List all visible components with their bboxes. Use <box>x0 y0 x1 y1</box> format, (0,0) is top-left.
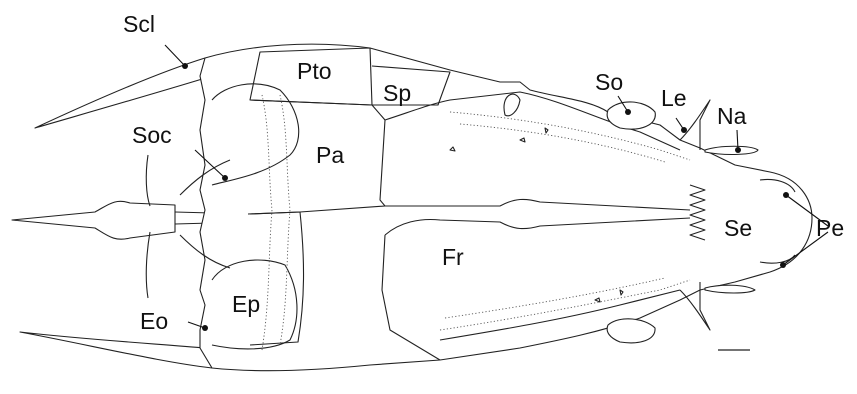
leader-scl <box>165 45 185 66</box>
crest-upper-process <box>146 155 150 206</box>
label-pe: Pe <box>816 215 844 241</box>
label-so: So <box>595 69 623 95</box>
label-na: Na <box>717 103 747 129</box>
label-sp: Sp <box>383 80 411 106</box>
label-eo: Eo <box>140 308 168 334</box>
label-se: Se <box>724 215 752 241</box>
pin-scl <box>182 63 188 69</box>
pin-eo <box>202 325 208 331</box>
pin-so <box>625 109 631 115</box>
label-scl: Scl <box>123 11 155 37</box>
supracleithrum-lower-spine <box>20 332 212 368</box>
nasal-bone <box>705 146 758 154</box>
label-pto: Pto <box>297 58 332 84</box>
crest-lower-process <box>146 232 150 298</box>
label-fr: Fr <box>442 244 464 270</box>
supraorbital-bone <box>607 102 655 129</box>
label-soc: Soc <box>132 122 172 148</box>
pin-pe-lower <box>780 262 786 268</box>
label-ep: Ep <box>232 291 260 317</box>
label-pa: Pa <box>316 142 344 168</box>
supraorbital-lower <box>607 319 655 343</box>
pin-le <box>681 127 687 133</box>
nasal-bone-lower <box>705 285 755 293</box>
label-le: Le <box>661 85 687 111</box>
pin-soc <box>222 175 228 181</box>
supraoccipital-crest <box>12 201 175 239</box>
pin-pe-upper <box>783 192 789 198</box>
pin-na <box>735 147 741 153</box>
